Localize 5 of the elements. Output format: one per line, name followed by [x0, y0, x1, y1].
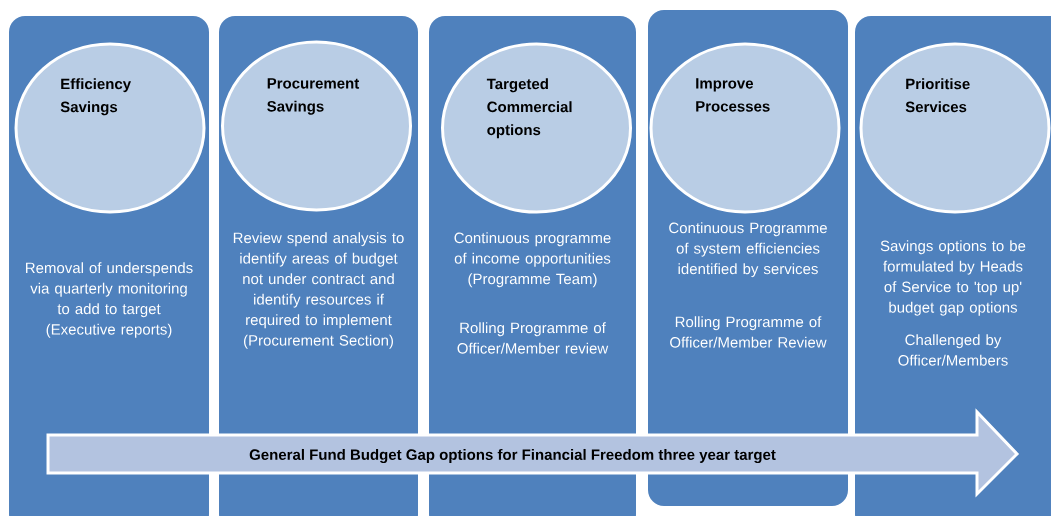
ellipse-heading: Targeted Commercial options	[441, 42, 632, 214]
ellipse-heading: Procurement Savings	[221, 40, 412, 212]
ellipse-heading: Prioritise Services	[859, 42, 1051, 214]
ellipse-heading: Improve Processes	[649, 42, 841, 214]
ellipse-heading: Efficiency Savings	[14, 42, 206, 214]
